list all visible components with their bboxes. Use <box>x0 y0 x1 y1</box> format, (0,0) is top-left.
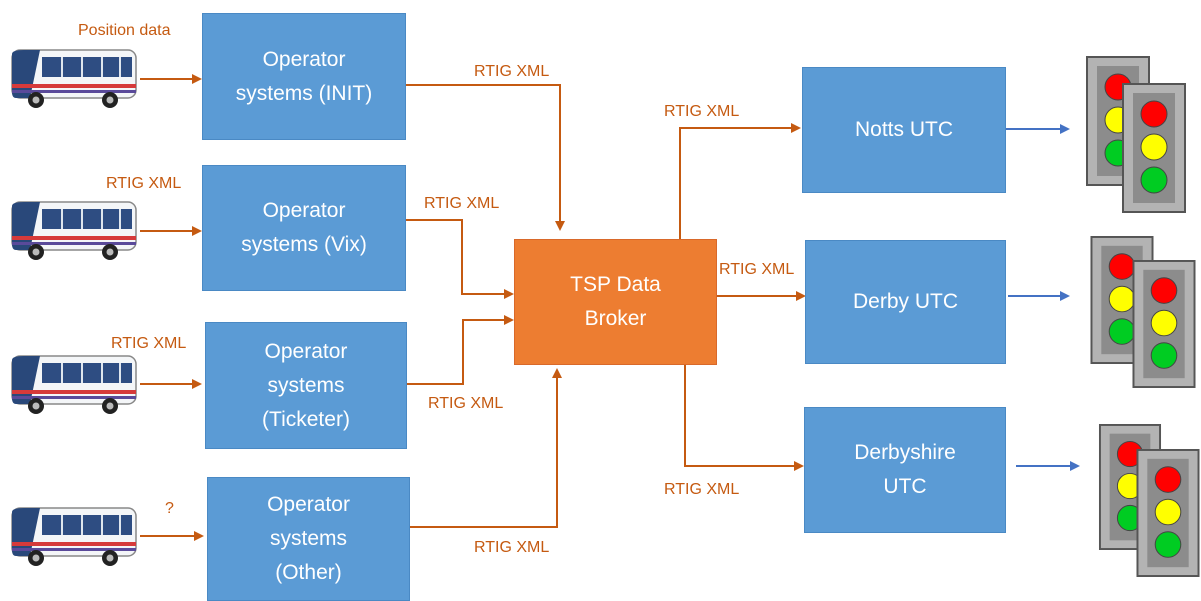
bus1-input-label: Position data <box>78 22 171 39</box>
notts-link-label: RTIG XML <box>664 103 740 120</box>
bus-icon <box>11 49 137 108</box>
derby-link-label: RTIG XML <box>719 261 795 278</box>
utc-box-derby: Derby UTC <box>805 240 1006 364</box>
operator-box-ticketer: Operator systems (Ticketer) <box>205 322 407 449</box>
utc-box-derbyshire: Derbyshire UTC <box>804 407 1006 533</box>
op2-to-broker-arrow <box>406 219 514 299</box>
bus-icon <box>11 201 137 260</box>
bus-icon <box>11 507 137 566</box>
bus4-input-label: ? <box>165 500 174 517</box>
utc-box-notts: Notts UTC <box>802 67 1006 193</box>
bus3-input-label: RTIG XML <box>111 335 187 352</box>
bus-icon <box>11 355 137 414</box>
tsp-data-broker-box: TSP Data Broker <box>514 239 717 365</box>
broker-to-notts-arrow <box>679 123 801 239</box>
traffic-light-icon <box>1136 449 1200 577</box>
operator-box-init: Operator systems (INIT) <box>202 13 406 140</box>
operator-box-vix: Operator systems (Vix) <box>202 165 406 291</box>
derbyshire-link-label: RTIG XML <box>664 481 740 498</box>
op3-to-broker-arrow <box>406 315 514 385</box>
operator-box-other: Operator systems (Other) <box>207 477 410 601</box>
bus2-input-label: RTIG XML <box>106 175 182 192</box>
op3-link-label: RTIG XML <box>428 395 504 412</box>
traffic-light-icon <box>1132 260 1196 388</box>
op2-link-label: RTIG XML <box>424 195 500 212</box>
op1-to-broker-arrow <box>406 84 565 231</box>
op4-to-broker-arrow <box>410 368 562 528</box>
traffic-light-icon <box>1122 83 1186 213</box>
op1-link-label: RTIG XML <box>474 63 550 80</box>
broker-to-derbyshire-arrow <box>684 365 804 471</box>
op4-link-label: RTIG XML <box>474 539 550 556</box>
